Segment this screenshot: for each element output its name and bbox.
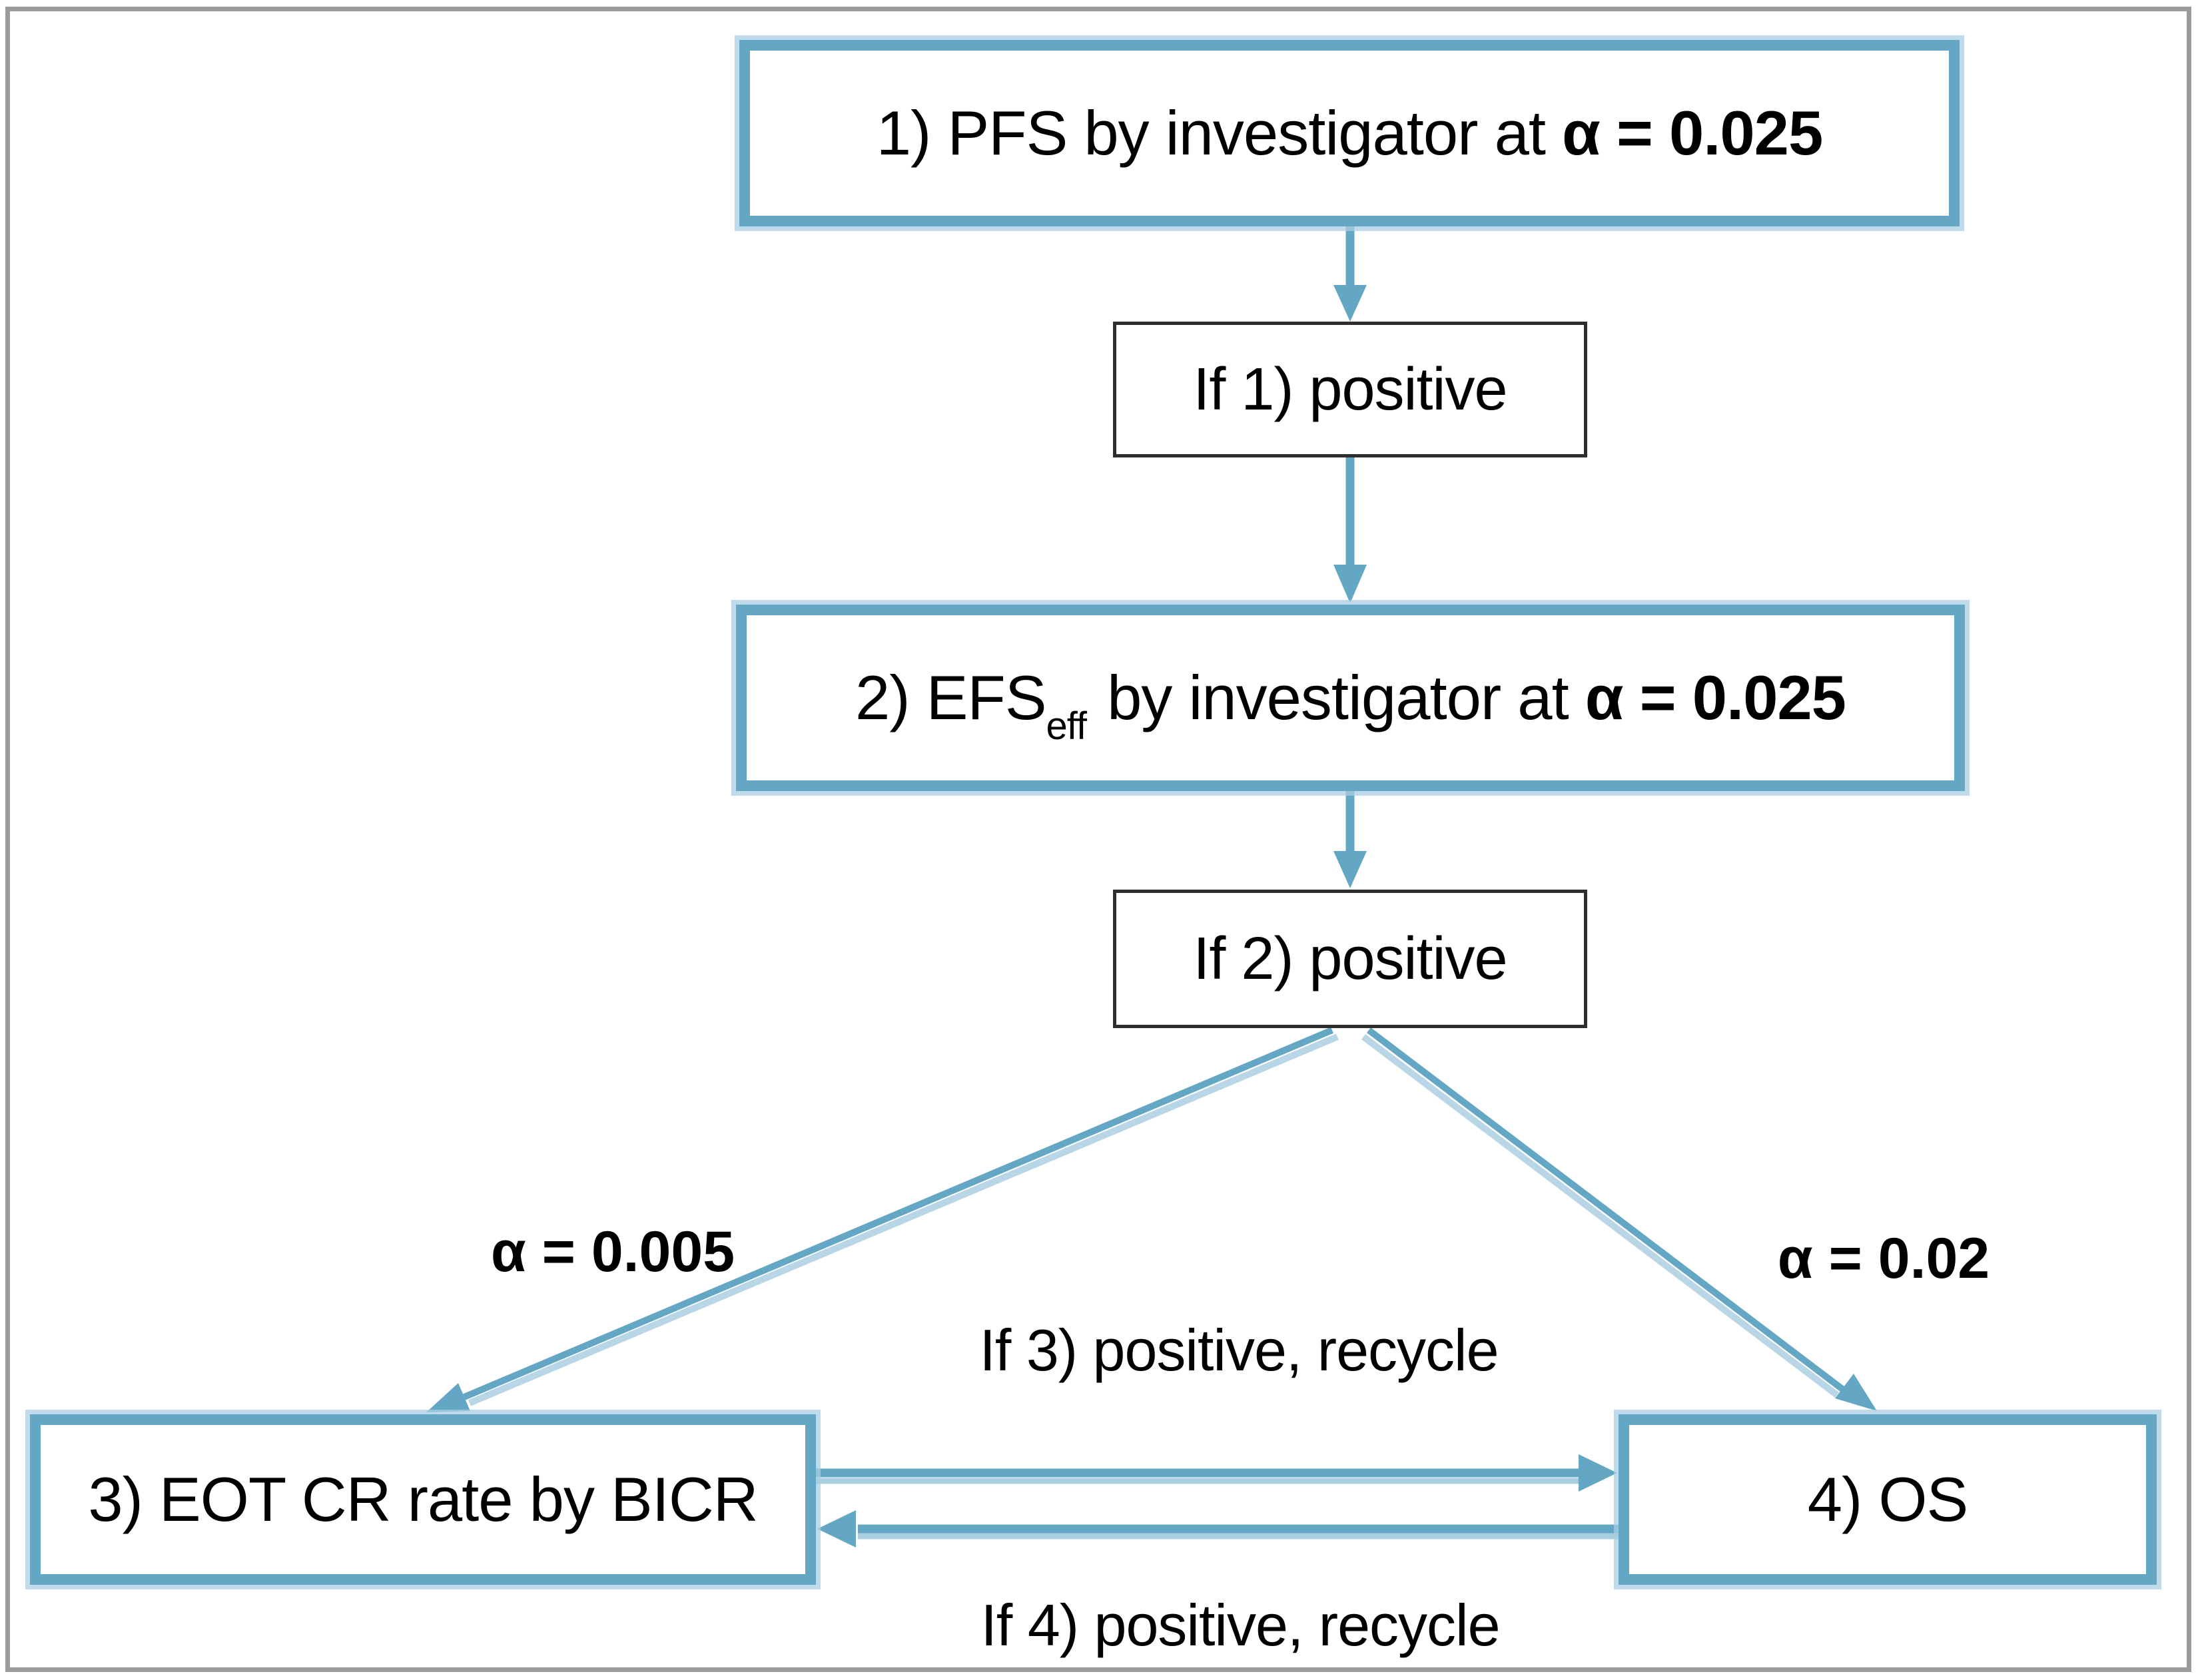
box-1-text: 1) PFS by investigator at (876, 98, 1563, 168)
arrow-box2-if2-head (1333, 851, 1367, 888)
arrow-if2-box3-halo (468, 1033, 1339, 1406)
alpha-left-label: α = 0.005 (490, 1220, 735, 1284)
arrow-box4-box3-head (817, 1510, 856, 1547)
box-4-os: 4) OS (1619, 1414, 2157, 1585)
recycle-bottom-label: If 4) positive, recycle (980, 1592, 1500, 1658)
box-4-label: 4) OS (1807, 1464, 1969, 1534)
arrow-if2-box4-shaft (1366, 1027, 1845, 1392)
box-3-label: 3) EOT CR rate by BICR (88, 1464, 758, 1534)
arrow-if2-box4-halo (1361, 1034, 1840, 1398)
box-2-label: 2) EFSeff by investigator at α = 0.025 (855, 667, 1846, 746)
arrow-if2-box3-shaft (463, 1027, 1333, 1400)
box-2-subscript: eff (1046, 704, 1087, 748)
box-2-alpha-value: α = 0.025 (1585, 663, 1846, 732)
box-2-text-mid: by investigator at (1090, 663, 1585, 732)
box-3-eot-cr: 3) EOT CR rate by BICR (30, 1414, 816, 1585)
box-1-alpha-value: α = 0.025 (1562, 98, 1823, 168)
box-1-label: 1) PFS by investigator at α = 0.025 (877, 102, 1824, 164)
arrow-if2-box4-head (1835, 1374, 1877, 1411)
box-2-text-pre: 2) EFS (855, 663, 1047, 732)
alpha-right-label: α = 0.02 (1777, 1227, 1990, 1290)
arrow-if1-box2-head (1333, 565, 1367, 603)
condition-if1-label: If 1) positive (1193, 356, 1507, 423)
arrow-box3-box4-head (1579, 1454, 1617, 1492)
box-2-efs: 2) EFSeff by investigator at α = 0.025 (736, 605, 1965, 791)
condition-if2-label: If 2) positive (1193, 926, 1507, 992)
recycle-top-label: If 3) positive, recycle (979, 1317, 1499, 1383)
arrow-box1-if1-head (1333, 285, 1367, 322)
condition-box-if1: If 1) positive (1113, 322, 1587, 457)
arrow-if2-box3-head (426, 1383, 470, 1412)
condition-box-if2: If 2) positive (1113, 890, 1587, 1028)
box-1-pfs: 1) PFS by investigator at α = 0.025 (739, 40, 1960, 226)
